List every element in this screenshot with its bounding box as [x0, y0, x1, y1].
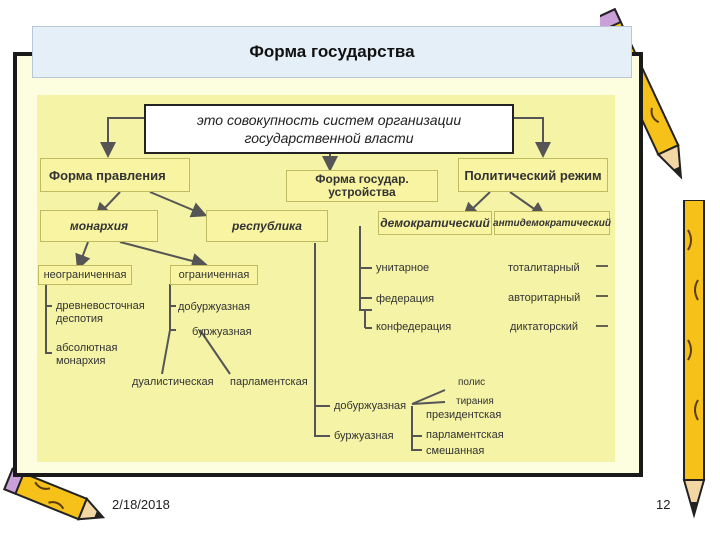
limited-bourgeois-label: буржуазная [192, 326, 252, 338]
state-structure-box: Форма государ. устройства [286, 170, 438, 202]
absolute-monarchy-label: абсолютная монархия [56, 342, 118, 367]
definition-box: это совокупность систем организации госу… [144, 104, 514, 154]
dualistic-label: дуалистическая [132, 376, 214, 388]
slide-title: Форма государства [32, 26, 632, 78]
republic-prebourgeois-label: добуржуазная [334, 400, 407, 412]
presidential-label: президентская [426, 409, 502, 421]
dictatorial-label: диктаторский [510, 321, 579, 333]
pencil-bottom-left-icon [3, 467, 106, 521]
authoritarian-label: авторитарный [508, 292, 581, 304]
democratic-box: демократический [378, 211, 492, 235]
unitary-label: унитарное [376, 262, 430, 274]
government-form-box: Форма правления [40, 158, 190, 192]
political-regime-box: Политический режим [458, 158, 608, 192]
polis-label: полис [458, 377, 486, 388]
republic-bourgeois-label: буржуазная [334, 430, 394, 442]
slide-date: 2/18/2018 [112, 497, 170, 512]
ancient-eastern-label: древневосточная деспотия [56, 300, 145, 325]
parliamentary-monarchy-label: парламентская [230, 376, 308, 388]
limited-monarchy-box: ограниченная [170, 265, 258, 285]
totalitarian-label: тоталитарный [508, 262, 580, 274]
republic-box: республика [206, 210, 328, 242]
federation-label: федерация [376, 293, 435, 305]
slide-page-number: 12 [656, 497, 671, 512]
limited-prebourgeois-label: добуржуазная [178, 301, 251, 313]
pencil-right-icon [682, 200, 706, 519]
parliamentary-republic-label: парламентская [426, 429, 504, 441]
antidemocratic-box: антидемократический [493, 211, 611, 235]
tyranny-label: тирания [456, 396, 494, 407]
monarchy-box: монархия [40, 210, 158, 242]
mixed-label: смешанная [426, 445, 485, 457]
confederation-label: конфедерация [376, 321, 452, 333]
unlimited-monarchy-box: неограниченная [38, 265, 132, 285]
